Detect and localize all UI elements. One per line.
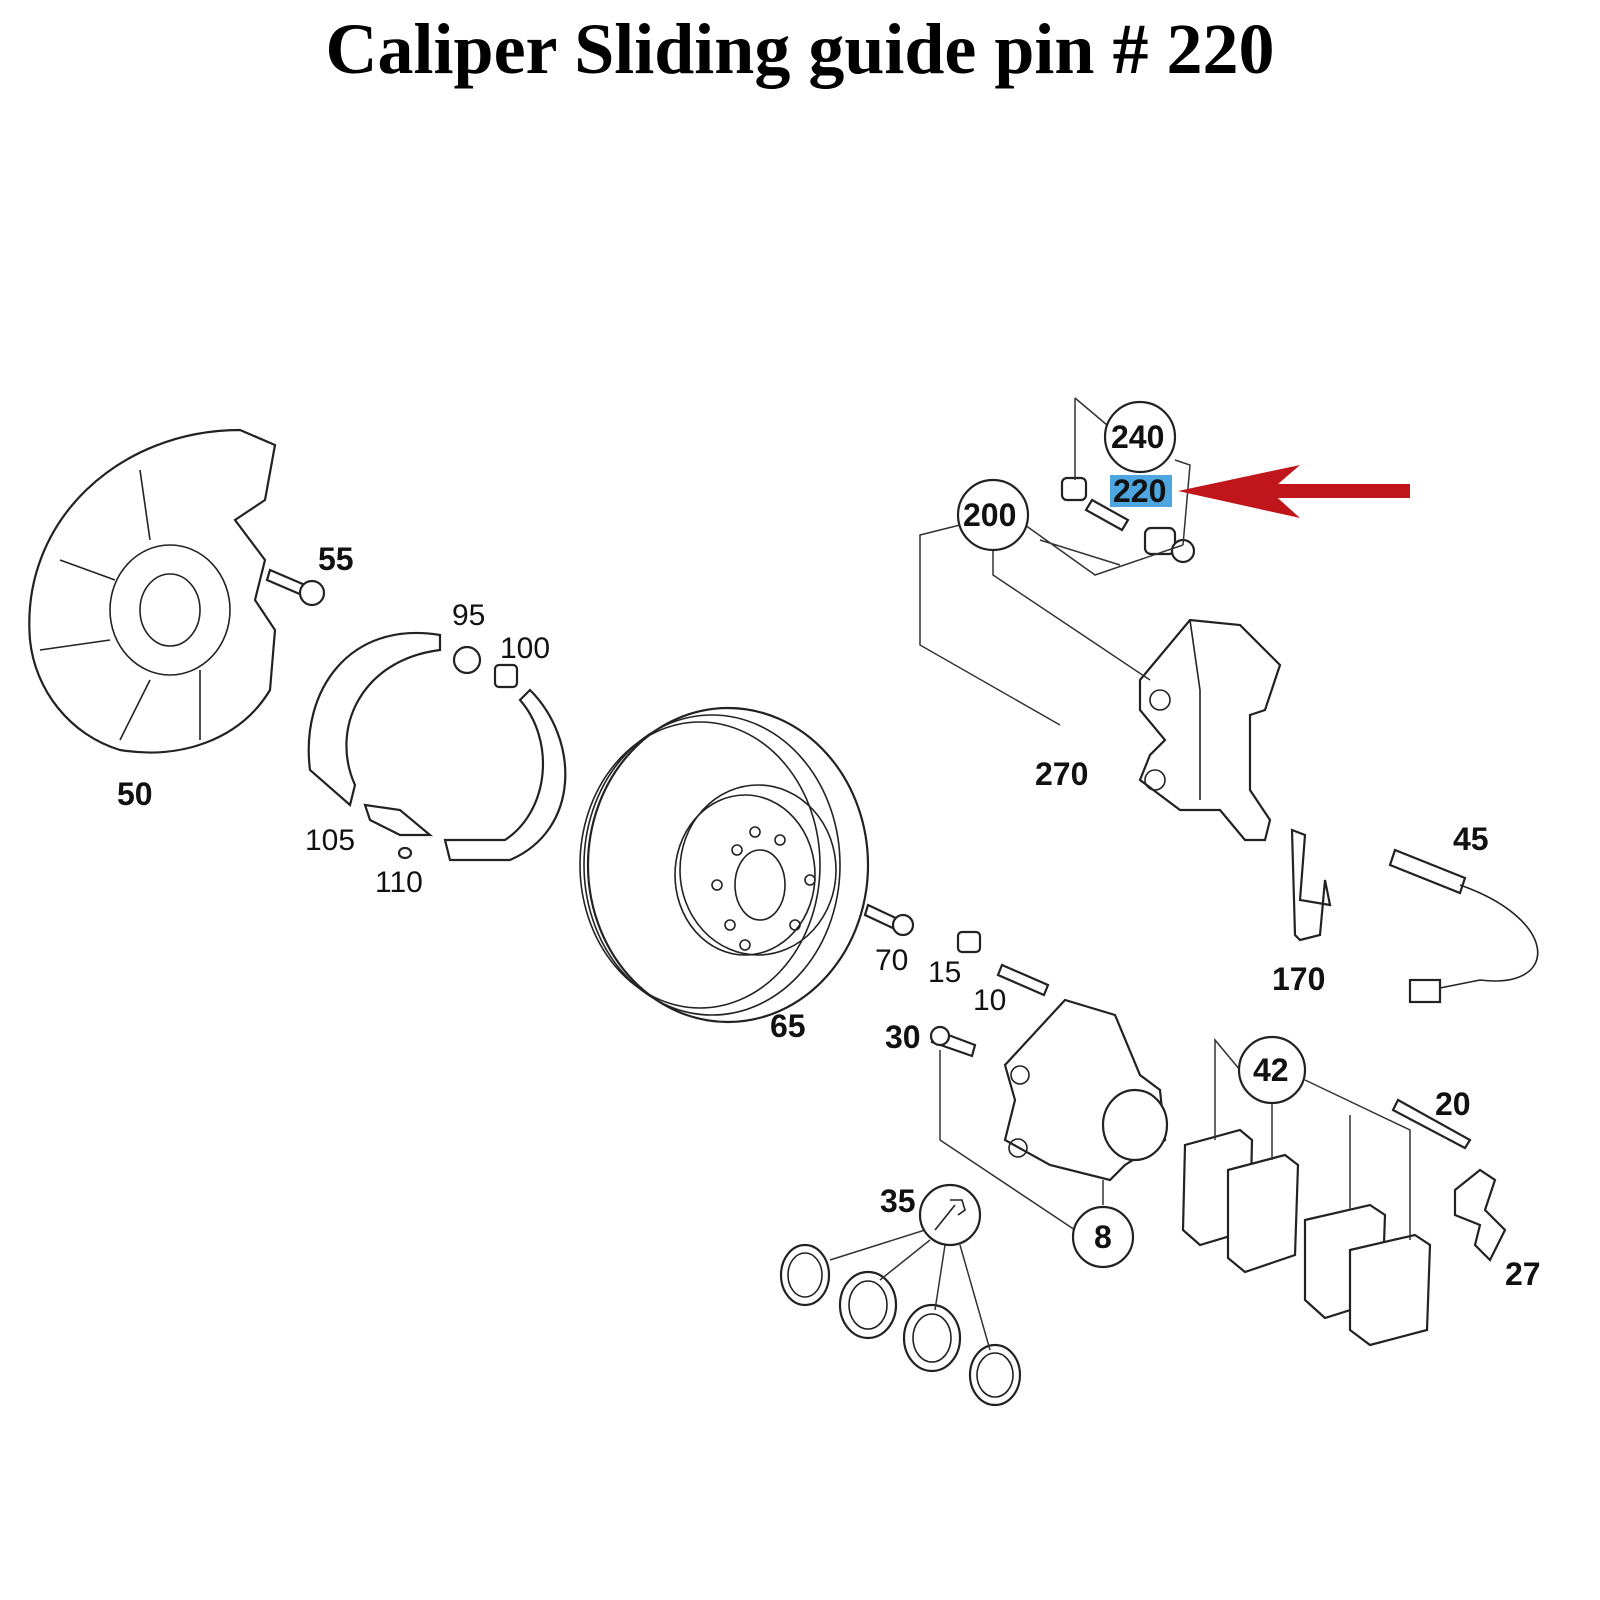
label-10[interactable]: 10 bbox=[973, 984, 1006, 1017]
diagram-title: Caliper Sliding guide pin # 220 bbox=[325, 9, 1275, 89]
label-240[interactable]: 240 bbox=[1111, 419, 1164, 455]
label-70[interactable]: 70 bbox=[875, 944, 908, 977]
part-brake-pads bbox=[1181, 1128, 1432, 1347]
callout-circle-200 bbox=[956, 478, 1030, 552]
label-105[interactable]: 105 bbox=[305, 824, 355, 857]
part-small-screws bbox=[863, 903, 1050, 1058]
part-adjuster-95-100 bbox=[452, 645, 519, 689]
label-8[interactable]: 8 bbox=[1094, 1219, 1112, 1255]
highlight-220 bbox=[1110, 475, 1172, 507]
label-30[interactable]: 30 bbox=[885, 1019, 921, 1055]
leader-lines bbox=[829, 397, 1411, 1351]
part-bolt-55 bbox=[265, 568, 326, 607]
label-220[interactable]: 220 bbox=[1113, 473, 1166, 509]
label-20[interactable]: 20 bbox=[1435, 1086, 1471, 1122]
part-brake-rotor bbox=[579, 706, 870, 1024]
part-seal-kit bbox=[779, 1243, 1022, 1407]
part-dust-shield bbox=[28, 428, 277, 754]
label-110[interactable]: 110 bbox=[375, 866, 423, 899]
part-brake-shoes bbox=[307, 632, 567, 862]
label-95[interactable]: 95 bbox=[452, 599, 485, 632]
callout-circle-42 bbox=[1237, 1035, 1307, 1105]
arrow-icon bbox=[1178, 465, 1410, 518]
label-42[interactable]: 42 bbox=[1253, 1052, 1289, 1088]
label-65[interactable]: 65 bbox=[770, 1008, 806, 1044]
label-200[interactable]: 200 bbox=[963, 497, 1016, 533]
part-wear-sensor bbox=[1388, 848, 1539, 1004]
label-170[interactable]: 170 bbox=[1272, 961, 1325, 997]
label-35[interactable]: 35 bbox=[880, 1183, 916, 1219]
label-50[interactable]: 50 bbox=[117, 776, 153, 812]
part-spring-27 bbox=[1453, 1168, 1507, 1262]
part-caliper-carrier bbox=[1138, 618, 1282, 842]
part-pin-20 bbox=[1391, 1098, 1472, 1150]
label-55[interactable]: 55 bbox=[318, 541, 354, 577]
label-27[interactable]: 27 bbox=[1505, 1256, 1541, 1292]
label-270[interactable]: 270 bbox=[1035, 756, 1088, 792]
part-clip-170 bbox=[1290, 828, 1332, 942]
label-45[interactable]: 45 bbox=[1453, 821, 1489, 857]
wrench-icon bbox=[918, 1183, 982, 1247]
part-guide-pin-kit bbox=[1060, 476, 1196, 564]
callout-circle-8 bbox=[1071, 1205, 1135, 1269]
label-15[interactable]: 15 bbox=[928, 956, 961, 989]
label-100[interactable]: 100 bbox=[500, 632, 550, 665]
callout-circle-240 bbox=[1103, 400, 1177, 474]
part-caliper bbox=[1003, 998, 1169, 1182]
